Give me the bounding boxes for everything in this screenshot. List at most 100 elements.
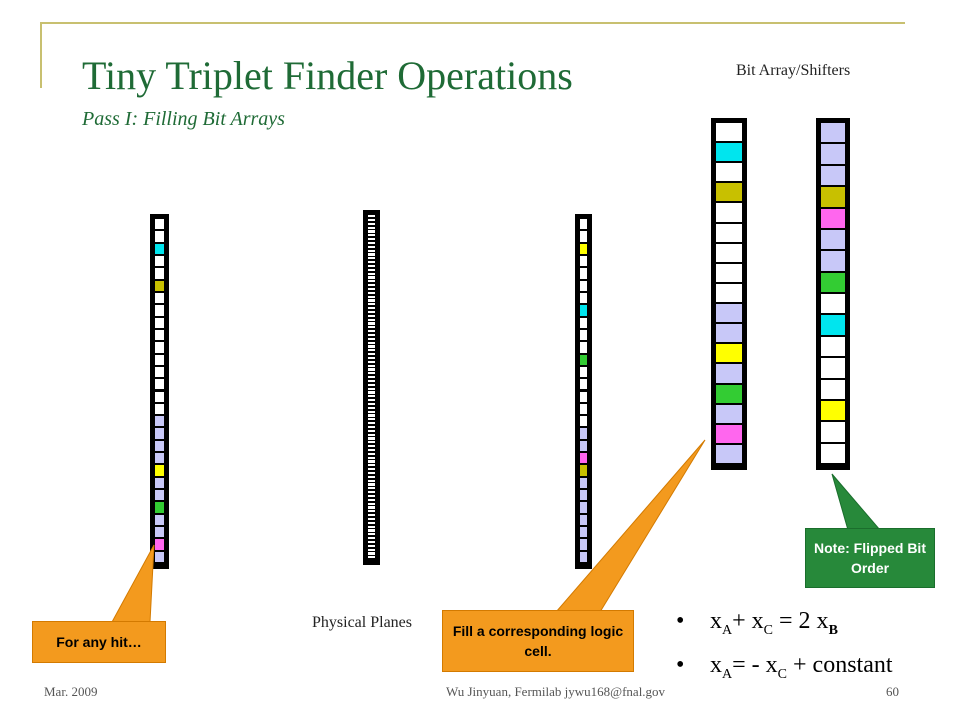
cell-yellow (580, 243, 587, 254)
cell-olive (716, 183, 742, 202)
cell-lavender (716, 304, 742, 323)
cell-empty (368, 529, 375, 532)
cell-empty (368, 376, 375, 379)
cell-empty (821, 379, 845, 399)
bit-array-1 (711, 118, 747, 470)
footer-date: Mar. 2009 (44, 684, 98, 699)
cell-empty (368, 510, 375, 513)
cell-empty (368, 257, 375, 260)
cell-empty (368, 540, 375, 544)
eq1-sub-c: C (763, 622, 774, 638)
cell-empty (368, 418, 375, 421)
eq1-rhs: = 2 x (773, 608, 829, 634)
cell-lavender (716, 324, 742, 343)
cell-empty (580, 391, 587, 402)
cell-empty (155, 329, 164, 341)
cell-empty (368, 552, 375, 555)
eq2-rhs: + constant (787, 651, 893, 678)
cell-lavender (716, 404, 742, 423)
cell-empty (368, 310, 375, 314)
cell-cyan (580, 305, 587, 316)
cell-empty (368, 261, 375, 264)
cell-green (821, 272, 845, 292)
cell-empty (368, 548, 375, 551)
cell-empty (368, 322, 375, 325)
eq2-sub-a: A (722, 666, 733, 682)
cell-empty (368, 295, 375, 298)
cell-empty (368, 215, 375, 218)
physical-plane-a (150, 214, 169, 569)
cell-empty (368, 307, 375, 310)
cell-empty (580, 329, 587, 341)
cell-empty (716, 123, 742, 142)
frame-left-rule (40, 22, 42, 88)
cell-empty (368, 284, 375, 287)
cell-empty (368, 395, 375, 398)
cell-cyan (155, 243, 164, 254)
cell-empty (580, 268, 587, 279)
cell-empty (155, 366, 164, 378)
eq2-var-c: = - x (732, 651, 778, 678)
cell-empty (821, 294, 845, 314)
page-title: Tiny Triplet Finder Operations (82, 53, 573, 98)
cell-green (716, 384, 742, 403)
cell-empty (368, 349, 375, 352)
cell-empty (368, 360, 375, 363)
cell-empty (368, 372, 375, 375)
cell-magenta (580, 453, 587, 464)
cell-empty (368, 487, 375, 490)
cell-empty (368, 437, 375, 440)
cell-lavender (821, 251, 845, 271)
cell-empty (580, 403, 587, 415)
cell-empty (368, 303, 375, 306)
cell-lavender (155, 527, 164, 538)
cell-empty (368, 425, 375, 429)
cell-empty (368, 318, 375, 321)
cell-lavender (155, 551, 164, 562)
cell-yellow (155, 465, 164, 476)
cell-empty (368, 410, 375, 413)
cell-empty (368, 330, 375, 333)
cell-empty (368, 441, 375, 444)
cell-empty (368, 521, 375, 524)
cell-empty (368, 299, 375, 302)
cell-empty (580, 342, 587, 353)
bit-array-2 (816, 118, 850, 470)
cell-empty (368, 452, 375, 455)
cell-lavender (155, 453, 164, 464)
cell-empty (716, 223, 742, 242)
cell-yellow (716, 344, 742, 363)
cell-empty (368, 241, 375, 245)
cell-empty (155, 354, 164, 365)
cell-empty (580, 416, 587, 427)
cell-empty (368, 468, 375, 471)
cell-empty (368, 471, 375, 475)
fill-callout: Fill a corresponding logic cell. (442, 610, 634, 672)
cell-empty (716, 203, 742, 222)
cell-empty (368, 218, 375, 222)
hit-callout-pointer (111, 544, 155, 623)
fill-callout-pointer (554, 439, 706, 613)
cell-lavender (716, 444, 742, 463)
note-callout-pointer (831, 473, 882, 531)
cell-empty (580, 231, 587, 242)
cell-empty (155, 379, 164, 390)
cell-empty (580, 292, 587, 304)
frame-top-rule (40, 22, 905, 24)
cell-empty (368, 502, 375, 505)
cell-empty (580, 317, 587, 328)
cell-empty (368, 406, 375, 409)
cell-empty (368, 379, 375, 383)
cell-empty (368, 383, 375, 386)
cell-lavender (580, 551, 587, 562)
cell-empty (368, 456, 375, 459)
cell-empty (155, 219, 164, 230)
cell-empty (368, 460, 375, 463)
cell-empty (821, 422, 845, 442)
equation-list: • xA+ xC = 2 xB • xA= - xC + constant (676, 604, 893, 692)
equation-sum: • xA+ xC = 2 xB (676, 604, 893, 648)
cell-empty (821, 358, 845, 378)
cell-empty (368, 245, 375, 248)
cell-empty (368, 506, 375, 509)
cell-empty (368, 230, 375, 233)
